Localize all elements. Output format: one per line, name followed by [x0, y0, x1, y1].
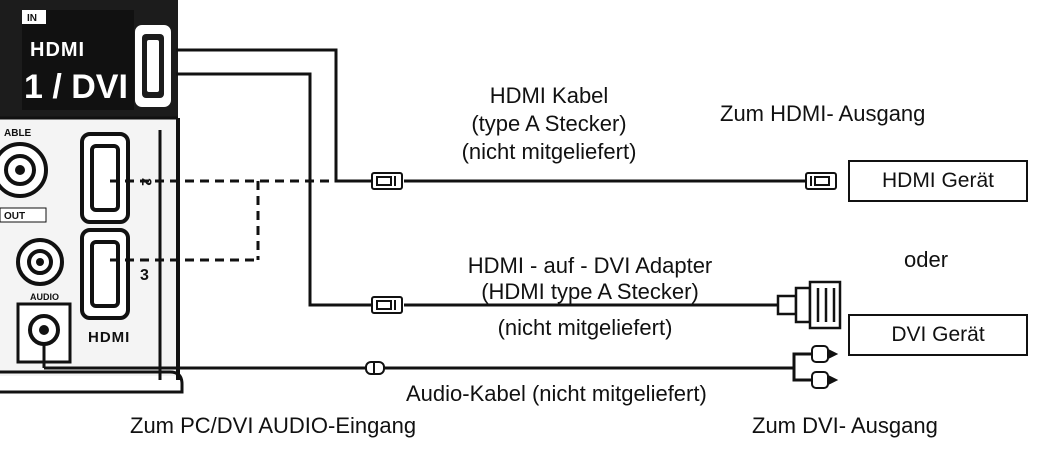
audio-jack-label: AUDIO: [30, 292, 59, 302]
panel-frame-bottom: [0, 370, 184, 394]
cables: [42, 48, 812, 382]
to-dvi-output-label: Zum DVI- Ausgang: [752, 413, 938, 438]
to-pc-audio-input-label: Zum PC/DVI AUDIO-Eingang: [130, 413, 417, 438]
audio-cable-label: Audio-Kabel (nicht mitgeliefert): [406, 381, 707, 406]
hdmi-cable-label-line2: (type A Stecker): [471, 111, 627, 136]
oder-label: oder: [904, 247, 949, 272]
rca-plug-icon: [811, 371, 839, 389]
hdmi-logo-bottom: HDMI: [88, 329, 130, 346]
cable-label: ABLE: [4, 128, 32, 139]
hdmi-logo-top: HDMI: [30, 39, 85, 61]
adapter-label-line1: HDMI - auf - DVI Adapter: [467, 253, 713, 278]
mini-jack-plug-icon: [365, 361, 385, 375]
hdmi-cable-label-line3: (nicht mitgeliefert): [461, 139, 637, 164]
tv-back-panel: IN HDMI 1 / DVI ABLE OUT 2 3: [0, 0, 184, 394]
hdmi-cable-label-line1: HDMI Kabel: [489, 83, 609, 108]
dvi-plug-icon: [776, 280, 842, 330]
alternate-routes: [110, 179, 336, 262]
hdmi1-port-pins: [147, 40, 159, 92]
audio-cable-branch-bottom: [792, 368, 812, 382]
adapter-cable-route: [176, 72, 372, 307]
hdmi-plug-icon: [371, 296, 403, 314]
to-hdmi-output-label: Zum HDMI- Ausgang: [720, 101, 926, 126]
in-label-bg: [22, 10, 46, 24]
hdmi-device-box: HDMI Gerät: [848, 160, 1028, 202]
in-label: IN: [27, 13, 37, 24]
adapter-label-line2: (HDMI type A Stecker): [481, 279, 699, 304]
rca-plug-icon: [811, 345, 839, 363]
dvi-device-box: DVI Gerät: [848, 314, 1028, 356]
audio-cable-branch-top: [792, 352, 812, 368]
hdmi1-label-area: [22, 10, 134, 110]
hdmi-cable-route: [176, 48, 372, 183]
adapter-label-line3: (nicht mitgeliefert): [497, 315, 673, 340]
port3-number: 3: [140, 267, 149, 284]
port1-label: 1 / DVI: [24, 68, 128, 106]
hdmi-plug-icon: [371, 172, 403, 190]
out-label: OUT: [4, 211, 25, 222]
hdmi-plug-icon: [805, 172, 837, 190]
